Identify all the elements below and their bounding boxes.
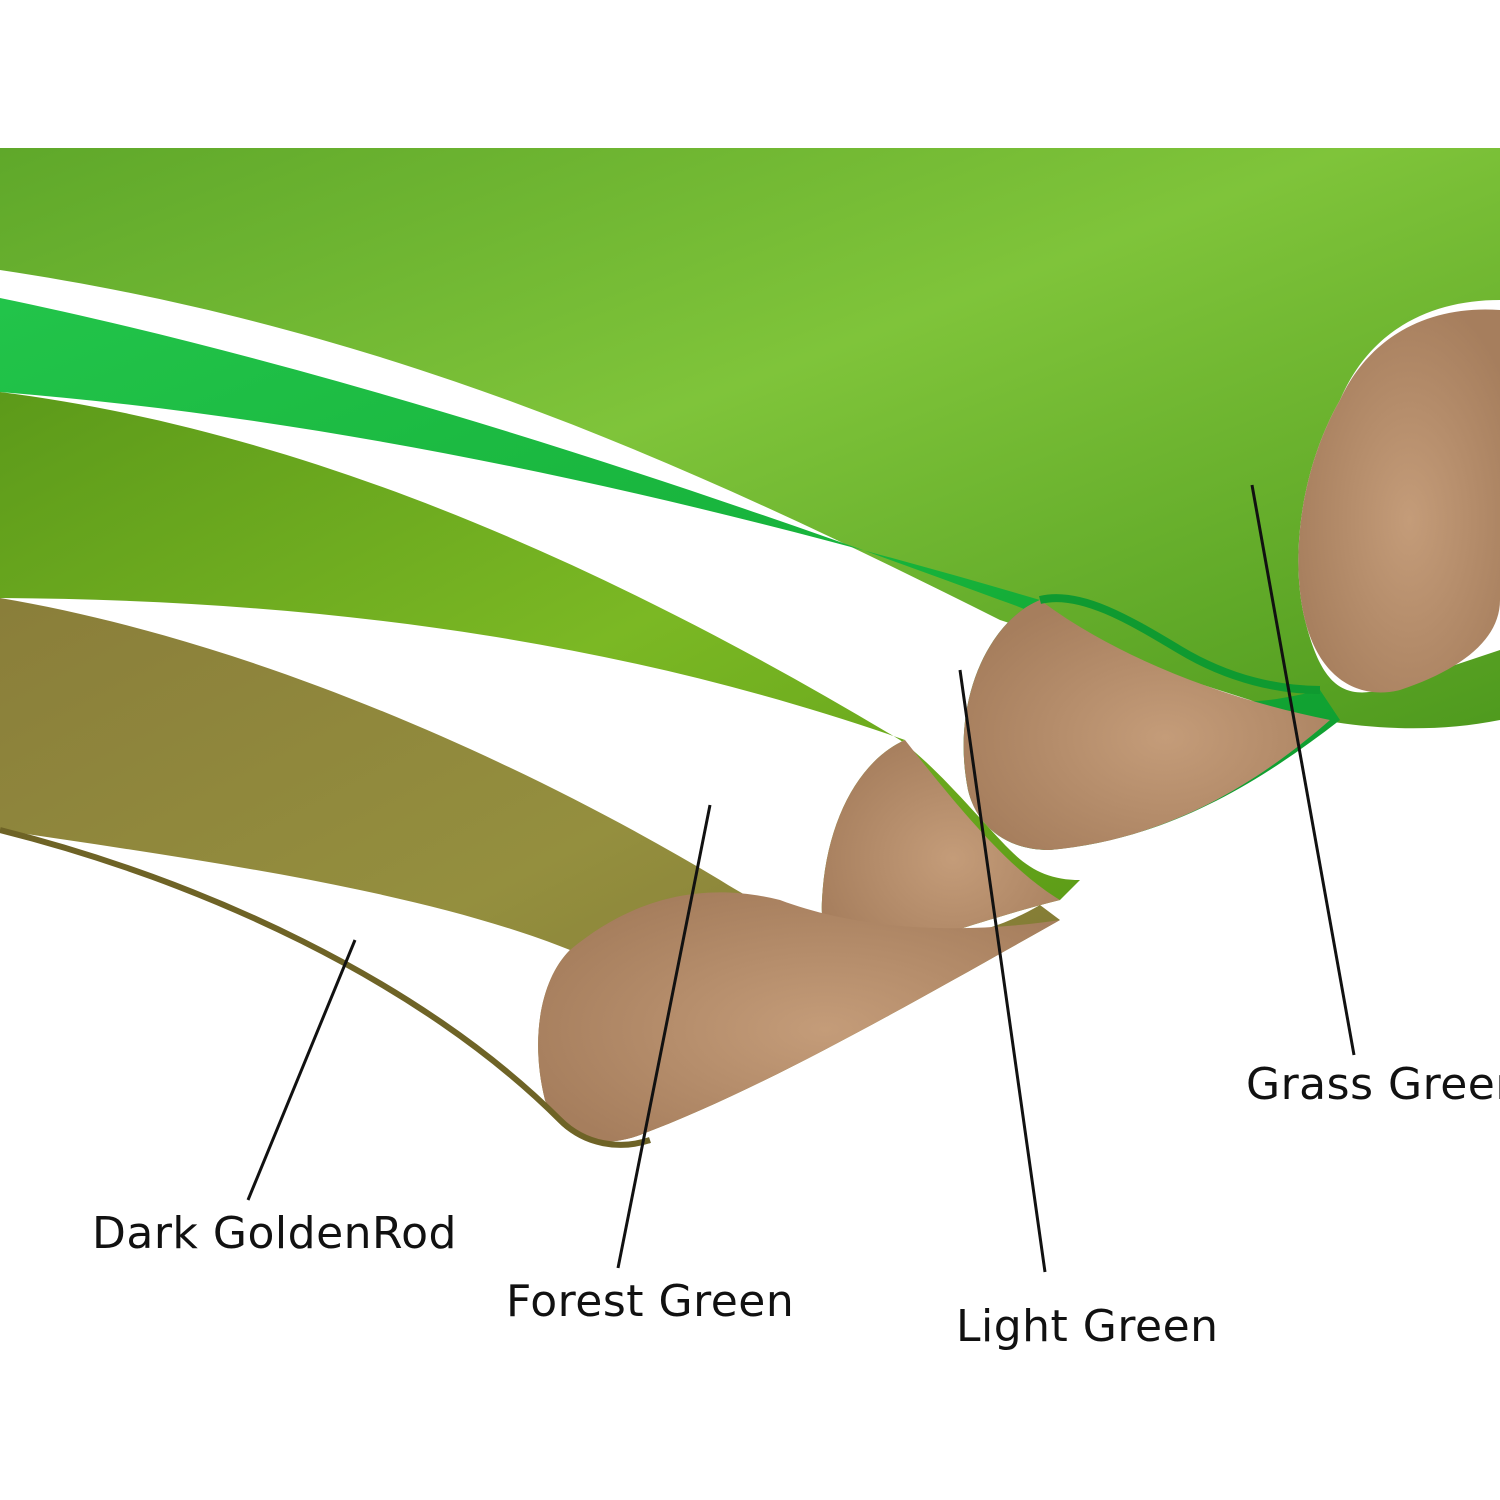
leader-line-grass-green	[1250, 484, 1356, 1056]
leader-line-forest-green	[616, 804, 712, 1269]
label-forest-green: Forest Green	[506, 1276, 795, 1327]
light-green-sheet	[0, 298, 1340, 850]
dark-goldenrod-sheet	[0, 598, 1060, 1148]
label-grass-green: Grass Green	[1246, 1059, 1500, 1110]
forest-green-sheet	[0, 392, 1080, 956]
leader-line-light-green	[958, 669, 1047, 1273]
grass-green-sheet	[0, 148, 1500, 729]
leader-line-dark-goldenrod	[246, 939, 357, 1201]
label-dark-goldenrod: Dark GoldenRod	[92, 1208, 457, 1259]
label-light-green: Light Green	[956, 1301, 1219, 1352]
leader-lines	[246, 484, 1356, 1273]
